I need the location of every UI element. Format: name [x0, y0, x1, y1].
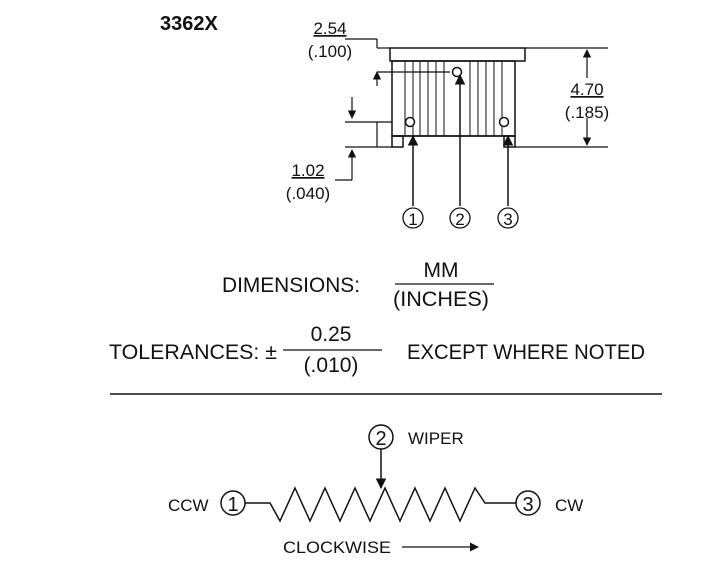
tolerance-mm: 0.25 [311, 323, 352, 346]
component-drawing [389, 47, 526, 148]
dimension-standoff [335, 97, 392, 181]
dim-height-mm: 4.70 [570, 80, 603, 99]
pin-3-label: 3 [503, 210, 512, 229]
potentiometer-schematic: 2 WIPER 1 CCW 3 CW CLOCKWISE [168, 424, 583, 557]
dim-standoff-mm: 1.02 [291, 161, 324, 180]
schematic-pin-1-label: 1 [227, 494, 238, 516]
schematic-pin-2-label: 2 [375, 428, 386, 450]
ccw-label: CCW [168, 496, 209, 515]
dim-pin-offset-in: (.100) [308, 42, 352, 61]
dim-standoff-in: (.040) [286, 184, 330, 203]
wiper-label: WIPER [408, 429, 464, 448]
pin-1-label: 1 [408, 210, 417, 229]
pin-number-circles: 1 2 3 [402, 207, 519, 229]
dim-pin-offset-mm: 2.54 [313, 19, 346, 38]
cw-label: CW [555, 496, 583, 515]
tolerance-inches: (.010) [304, 354, 359, 377]
clockwise-label: CLOCKWISE [283, 538, 391, 557]
units-mm: MM [424, 259, 459, 282]
schematic-pin-3-circle [515, 490, 541, 516]
resistor-zigzag [245, 486, 516, 523]
dimension-pin-offset [345, 38, 450, 86]
tolerance-suffix: EXCEPT WHERE NOTED [407, 341, 645, 364]
schematic-pin-3-label: 3 [522, 494, 533, 516]
part-number-title: 3362X [160, 13, 218, 35]
units-inches: (INCHES) [393, 288, 489, 311]
tolerances-label: TOLERANCES: ± [109, 341, 277, 364]
pin-leaders [407, 73, 514, 206]
pin-1-circle [402, 207, 424, 229]
pin-3-circle [497, 207, 519, 229]
dimension-height [515, 47, 608, 148]
pin-2-label: 2 [455, 210, 464, 229]
dimensions-label: DIMENSIONS: [222, 274, 360, 297]
pin-2-circle [449, 207, 471, 229]
dim-height-in: (.185) [565, 103, 609, 122]
